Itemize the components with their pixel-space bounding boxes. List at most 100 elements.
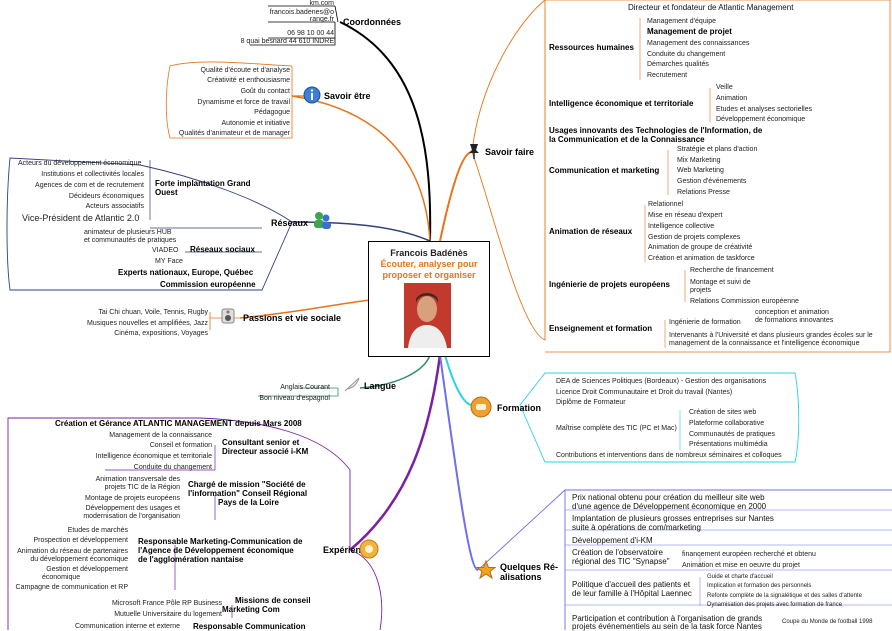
center-tagline-2: proposer et organiser: [382, 270, 476, 280]
charge-item-0: Animation transversale des: [95, 476, 180, 483]
center-tagline-1: Écouter, analyser pour: [380, 259, 478, 269]
sf-animation-item-5: Création et animation de taskforce: [648, 255, 755, 262]
charge-item-3: Développement des usages et: [85, 505, 180, 512]
marketing-item-3: du développement économique: [30, 556, 128, 563]
marketing-label-1: Responsable Marketing-Communication de: [138, 537, 303, 546]
coord-phone: 06 98 10 00 44: [287, 30, 334, 37]
real-coupe: Coupe du Monde de football 1998: [782, 619, 873, 625]
coord-web: km.com: [309, 0, 335, 7]
reseaux-title[interactable]: Réseaux: [271, 218, 309, 228]
experiences-title[interactable]: Expériences: [323, 545, 377, 555]
marketing-label-3: de l'agglomération nantaise: [138, 555, 244, 564]
real-item-0: Prix national obtenu pour création du me…: [572, 493, 765, 502]
se-item-3: Dynamisme et force de travail: [197, 99, 290, 106]
real-item-9: Participation et contribution à l'organi…: [572, 614, 763, 623]
marketing-item-5: économique: [42, 574, 81, 581]
formation-tic-0: Création de sites web: [689, 409, 757, 416]
communication-item-0: Communication interne et externe: [75, 623, 181, 630]
formation-tic-2: Communautés de pratiques: [689, 431, 775, 438]
missions-item-0: Microsoft France Pôle RP Business: [112, 600, 222, 607]
sf-usages-label-1: Usages innovants des Technologies de l'I…: [549, 126, 763, 135]
se-item-1: Créativité et enthousiasme: [207, 77, 290, 84]
sociaux-item-1: et communautés de pratiques: [84, 237, 177, 244]
forte-item-3: Décideurs économiques: [68, 193, 144, 200]
forte-label-1: Forte implantation Grand: [155, 179, 251, 188]
se-item-6: Qualités d'animateur et de manager: [178, 130, 290, 137]
consultant-label-1: Consultant senior et: [222, 438, 300, 447]
sf-animation-item-0: Relationnel: [648, 201, 684, 208]
sf-usages-label-2: la Communication et de la Connaissance: [549, 135, 705, 144]
profile-photo: [404, 283, 451, 348]
sf-animation-label: Animation de réseaux: [549, 227, 633, 236]
forte-item-2: Agences de com et de recrutement: [35, 182, 144, 189]
center-name: Francois Badénès: [390, 248, 468, 258]
real-item-2: Implantation de plusieurs grosses entrep…: [572, 514, 774, 523]
realisations-title-1[interactable]: Quelques Ré-: [500, 562, 559, 572]
people-icon: [312, 210, 332, 235]
charge-label-3: Pays de la Loire: [218, 498, 279, 507]
communication-label: Responsable Communication: [193, 622, 306, 631]
coordonnees-title[interactable]: Coordonnées: [343, 17, 402, 27]
forte-item-5: Vice-Président de Atlantic 2.0: [22, 213, 140, 223]
sf-animation-item-1: Mise en réseau d'expert: [648, 212, 723, 219]
formation-item-2: Diplôme de Formateur: [556, 399, 626, 406]
se-item-2: Goût du contact: [240, 88, 290, 95]
sociaux-item-2: VIADEO: [152, 247, 179, 254]
real-item-10: projets événementiels au sein de la task…: [572, 622, 762, 631]
langue-item-1: Bon niveau d'espagnol: [259, 395, 330, 402]
sociaux-item-3: MY Face: [155, 258, 183, 265]
realisations-title-2: alisations: [500, 572, 542, 582]
real-laennec-1: Implication et formation des personnels: [707, 583, 812, 589]
creation-label: Création et Gérance ATLANTIC MANAGEMENT …: [55, 419, 302, 428]
sf-animation-item-2: Intelligence collective: [648, 223, 715, 230]
coord-email-1: francois.badenes@o: [269, 9, 334, 16]
formation-tic-3: Présentations multimédia: [689, 441, 768, 448]
sf-comm-item-1: Mix Marketing: [677, 157, 721, 164]
sf-enseignement-item-3: management de la connaissance et l'intel…: [669, 340, 860, 347]
formation-item-3: Maîtrise complète des TIC (PC et Mac): [556, 425, 677, 432]
charge-label-2: l'information" Conseil Régional: [188, 489, 308, 498]
sf-rh-item-1: Management de projet: [647, 27, 732, 36]
star-icon: [475, 559, 497, 585]
sf-ingenierie-item-1: Montage et suivi de: [690, 279, 751, 286]
sociaux-label: Réseaux sociaux: [190, 245, 255, 254]
commission-label: Commission européenne: [160, 280, 256, 289]
consultant-label-2: Directeur associé i-KM: [222, 447, 309, 456]
formation-item-4: Contributions et interventions dans de n…: [556, 452, 782, 459]
marketing-item-4: Gestion et développement: [46, 566, 128, 573]
real-item-3: suite à opérations de com/marketing: [572, 523, 701, 532]
savoir-etre-title[interactable]: Savoir être: [324, 91, 371, 101]
real-synapse-0: financement européen recherché et obtenu: [682, 551, 816, 558]
sf-enseignement-item-0: conception et animation: [755, 309, 829, 316]
consultant-item-2: Intelligence économique et territoriale: [95, 453, 212, 460]
sf-enseignement-sub: Ingénierie de formation: [669, 319, 741, 326]
missions-item-1: Mutuelle Universitaire du logement: [114, 611, 222, 618]
langue-item-0: Anglais Courant: [280, 384, 330, 391]
passions-title[interactable]: Passions et vie sociale: [243, 313, 342, 323]
experts-label: Experts nationaux, Europe, Québec: [118, 268, 254, 277]
sf-rh-item-3: Conduite du changement: [647, 51, 726, 58]
real-item-8: de leur famille à l'Hôpital Laennec: [572, 589, 692, 598]
formation-title[interactable]: Formation: [497, 403, 541, 413]
sf-rh-item-2: Management des connaissances: [647, 40, 750, 47]
se-item-4: Pédagogue: [254, 109, 290, 116]
langue-title[interactable]: Langue: [364, 381, 397, 391]
se-item-5: Autonomie et initiative: [221, 120, 290, 127]
sf-enseignement-item-1: de formations innovantes: [755, 317, 834, 324]
marketing-item-1: Prospection et développement: [33, 537, 128, 544]
real-item-4: Développement d'i-KM: [572, 536, 653, 545]
forte-item-4: Acteurs associatifs: [85, 203, 144, 210]
missions-label-2: Marketing Com: [222, 605, 280, 614]
savoir-faire-title[interactable]: Savoir faire: [485, 147, 535, 157]
music-icon: [220, 308, 236, 329]
sf-rh-item-5: Recrutement: [647, 72, 688, 79]
se-item-0: Qualité d'écoute et d'analyse: [200, 67, 290, 74]
info-icon: [303, 86, 321, 109]
real-item-6: régional des TIC "Synapse": [572, 557, 670, 566]
feather-icon: [343, 376, 361, 397]
real-laennec-2: Refonte complète de la signalétique et d…: [707, 593, 862, 599]
sf-comm-label: Communication et marketing: [549, 166, 660, 175]
sf-comm-item-2: Web Marketing: [677, 167, 724, 174]
sf-ie-item-1: Animation: [716, 95, 748, 102]
formation-item-0: DEA de Sciences Politiques (Bordeaux) - …: [556, 378, 767, 385]
